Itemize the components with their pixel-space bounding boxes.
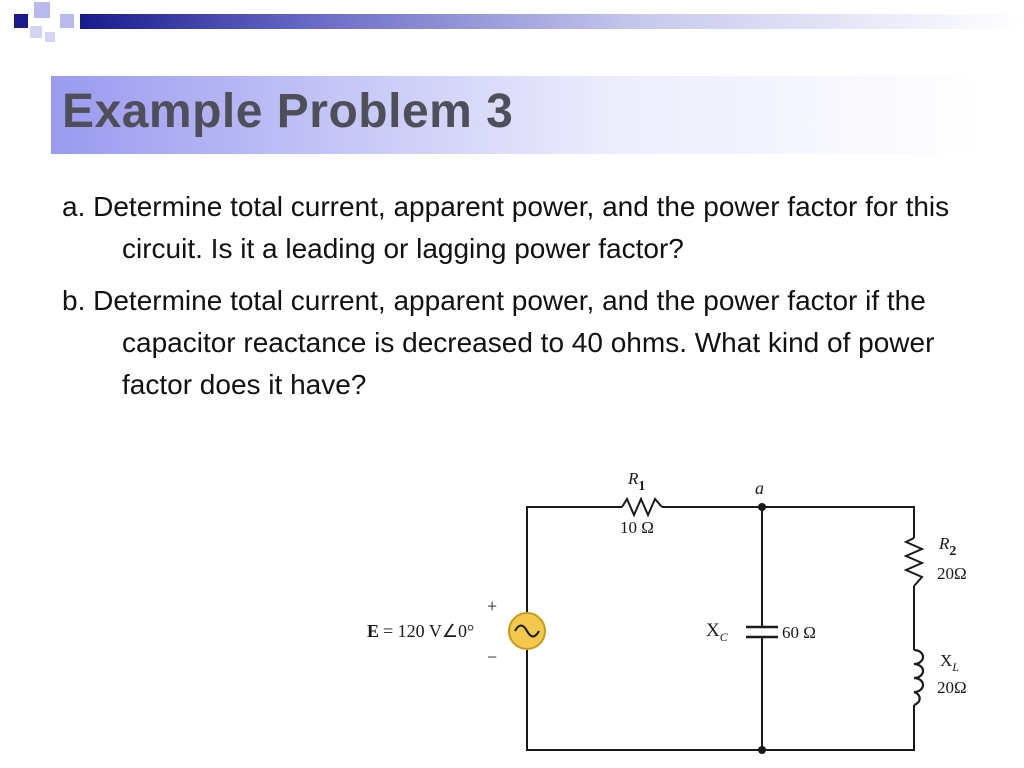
decor-square [30,26,42,38]
r2-label: R2 [938,534,956,559]
problem-part-b: b. Determine total current, apparent pow… [62,285,935,400]
r2-resistor-symbol [903,537,925,587]
node-bottom-dot [758,746,766,754]
r1-resistor-symbol [621,496,663,518]
decor-square [60,14,74,28]
node-a-label: a [755,478,764,498]
r1-value: 10 Ω [620,518,654,537]
decor-square [45,32,55,42]
source-minus-sign: − [487,647,497,667]
header-decoration [0,0,1024,48]
problem-part-a: a. Determine total current, apparent pow… [62,191,950,264]
title-band [51,76,981,154]
wire-bottom [526,650,915,751]
wire-left-top [526,506,622,612]
xc-value: 60 Ω [782,623,816,642]
header-gradient-bar [80,14,1024,29]
r1-label: R1 [627,469,645,494]
sine-wave-icon [514,624,540,638]
xc-label: XC [706,620,729,644]
xl-label: XL [940,651,959,674]
wire-top [662,506,915,538]
xl-value: 20Ω [937,678,967,697]
problem-text: a. Determine total current, apparent pow… [62,186,962,416]
decor-square [34,2,50,18]
inductor-symbol [913,648,925,707]
node-a-dot [758,503,766,511]
source-plus-sign: + [487,596,497,616]
decor-square [14,14,28,28]
source-label: E= 120 V∠0° [367,621,474,641]
slide-title: Example Problem 3 [62,85,514,138]
circuit-wires [526,506,915,751]
r2-value: 20Ω [937,564,967,583]
